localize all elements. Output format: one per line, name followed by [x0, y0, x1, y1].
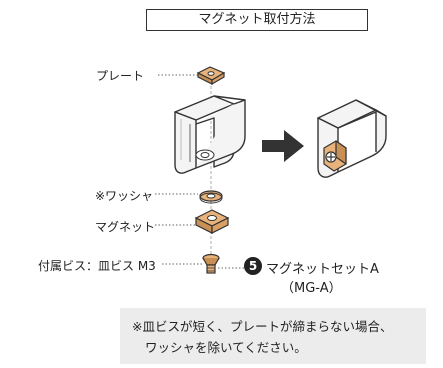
caution-note-line2: ワッシャを除いてください。 — [145, 340, 307, 355]
plate-part — [196, 66, 226, 86]
assembled-bracket-part — [317, 99, 387, 178]
diagram-title: マグネット取付方法 — [146, 9, 368, 31]
product-code: （MG-A） — [281, 281, 342, 296]
screw-label: 付属ビス：皿ビス M3 — [38, 259, 156, 273]
magnet-part — [194, 209, 230, 234]
right-arrow — [262, 130, 304, 162]
caution-note: ※皿ビスが短く、プレートが締まらない場合、 ワッシャを除いてください。 — [120, 308, 426, 364]
washer-part — [199, 190, 223, 204]
inner-screw-hint — [195, 149, 215, 161]
washer-label: ※ワッシャ — [95, 189, 154, 203]
caution-note-line1: ※皿ビスが短く、プレートが締まらない場合、 — [132, 319, 393, 334]
product-name: マグネットセットA — [266, 262, 379, 277]
product-number-badge: 5 — [244, 257, 262, 275]
u-bracket-part — [174, 95, 246, 174]
magnet-label: マグネット — [95, 220, 156, 234]
flat-head-screw-part — [202, 253, 220, 274]
plate-label: プレート — [96, 69, 145, 83]
